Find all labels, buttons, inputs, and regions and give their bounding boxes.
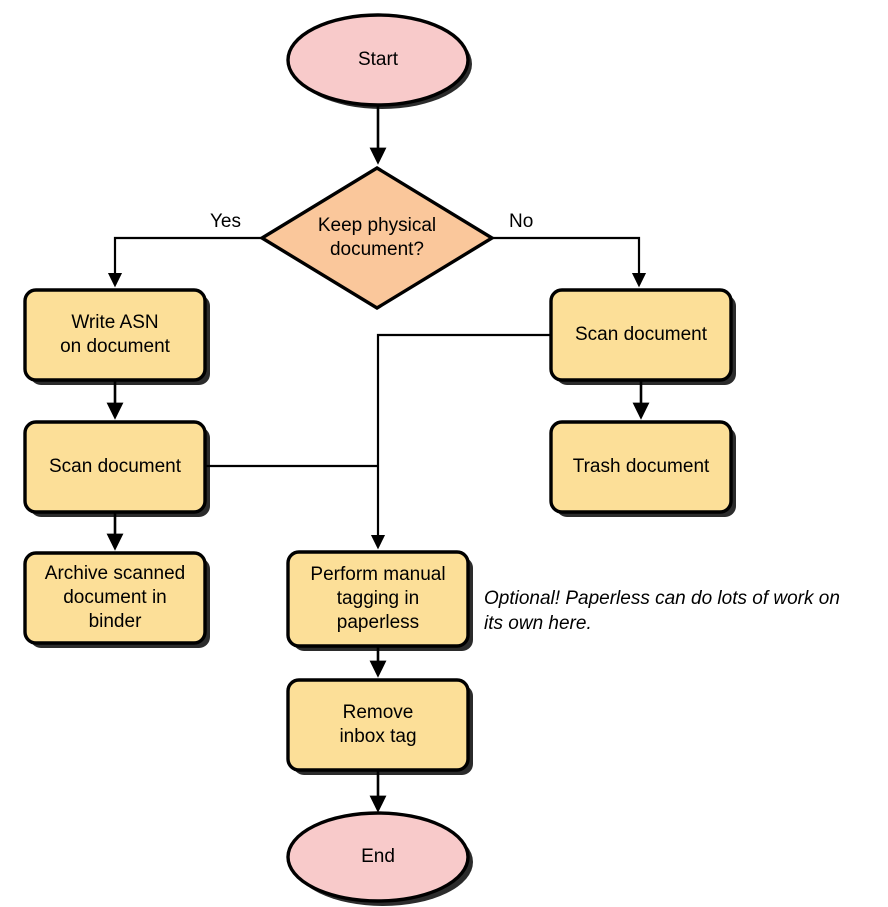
edge-scan-right-to-tagging [370,333,551,550]
node-perform-manual-tagging-in-paperless-shape [286,550,470,648]
node-keep-physical-document-shape [258,166,496,310]
node-archive-scanned-document-in-binder-shape [23,551,207,645]
connector-lines [106,105,650,813]
node-write-asn-on-document-shape [23,288,207,382]
node-trash-document-shape [549,420,733,514]
node-remove-inbox-tag-shape [286,678,470,772]
node-shapes [23,13,733,903]
node-start-shape [286,13,470,107]
node-scan-document-right-shape [549,288,733,382]
node-end-shape [286,811,470,903]
node-scan-document-left-shape [23,420,207,514]
edge-decision-to-scan-right [492,236,647,288]
edge-decision-to-write-asn [107,236,262,288]
